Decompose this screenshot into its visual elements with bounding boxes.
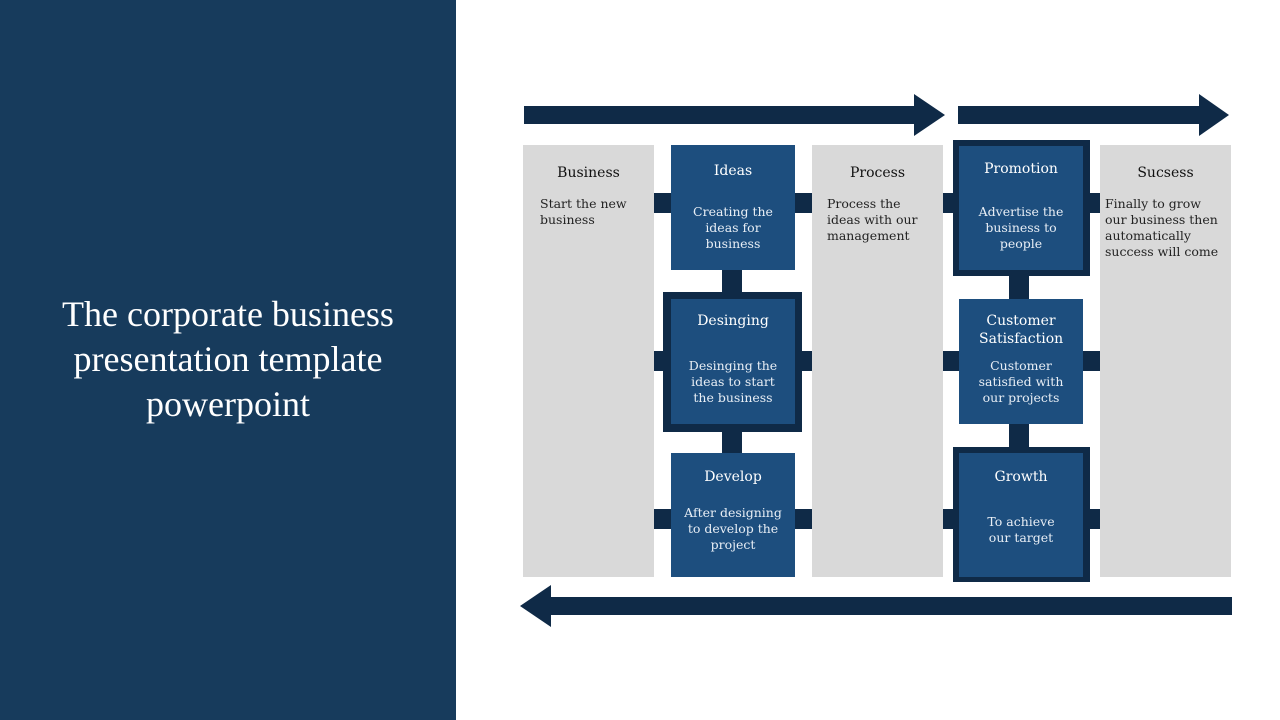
box-growth: Growth To achieve our target bbox=[959, 453, 1083, 577]
box-description: To achieve our target bbox=[987, 514, 1055, 545]
box-description: Creating the ideas for business bbox=[693, 204, 773, 251]
column-business: Business Start the new business bbox=[523, 145, 654, 577]
box-description: After designing to develop the project bbox=[684, 505, 782, 552]
box-customer-satisfaction: Customer Satisfaction Customer satisfied… bbox=[959, 299, 1083, 424]
column-success: Sucsess Finally to grow our business the… bbox=[1100, 145, 1231, 577]
box-develop: Develop After designing to develop the p… bbox=[671, 453, 795, 577]
box-title: Develop bbox=[704, 469, 762, 485]
box-description: Customer satisfied with our projects bbox=[978, 358, 1064, 405]
column-description: Start the new business bbox=[540, 196, 627, 227]
column-title: Process bbox=[849, 165, 906, 181]
box-title: Growth bbox=[994, 469, 1048, 485]
column-title: Business bbox=[557, 165, 620, 181]
top-arrow-left bbox=[524, 94, 945, 136]
box-title: Desinging bbox=[697, 313, 769, 329]
box-description: Desinging the ideas to start the busines… bbox=[688, 358, 778, 405]
column-process: Process Process the ideas with our manag… bbox=[812, 145, 943, 577]
left-title-panel: The corporate business presentation temp… bbox=[0, 0, 456, 720]
column-description: Process the ideas with our management bbox=[827, 196, 918, 243]
box-description: Advertise the business to people bbox=[978, 204, 1064, 251]
column-title: Sucsess bbox=[1137, 165, 1194, 181]
box-desinging: Desinging Desinging the ideas to start t… bbox=[671, 299, 795, 424]
box-ideas: Ideas Creating the ideas for business bbox=[671, 145, 795, 270]
box-title: Promotion bbox=[984, 161, 1058, 177]
slide-title: The corporate business presentation temp… bbox=[62, 294, 394, 424]
bottom-arrow bbox=[520, 585, 1232, 627]
box-promotion: Promotion Advertise the business to peop… bbox=[959, 146, 1083, 270]
top-arrow-right bbox=[958, 94, 1229, 136]
box-title: Customer Satisfaction bbox=[979, 313, 1064, 347]
column-description: Finally to grow our business then automa… bbox=[1105, 196, 1219, 259]
box-title: Ideas bbox=[713, 163, 753, 179]
